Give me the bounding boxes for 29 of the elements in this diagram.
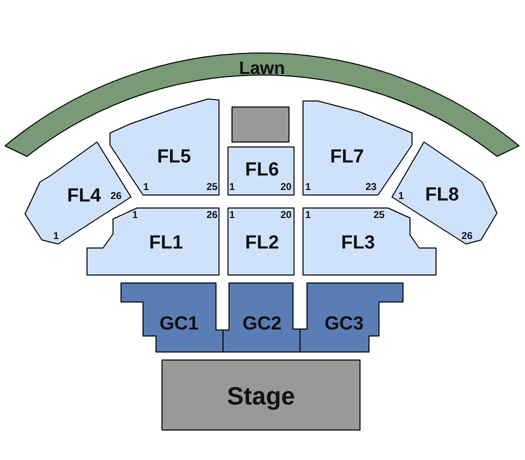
section-label: FL1 xyxy=(149,234,183,252)
stage-label: Stage xyxy=(226,384,296,410)
section-label: FL2 xyxy=(245,234,279,252)
seat-number: 1 xyxy=(229,183,235,193)
seat-number: 23 xyxy=(365,183,377,193)
seat-number: 1 xyxy=(305,183,311,193)
section-label: FL5 xyxy=(157,148,191,166)
lawn-label: Lawn xyxy=(239,59,285,77)
seat-number: 26 xyxy=(110,192,122,202)
seat-number: 1 xyxy=(398,192,404,202)
seat-number: 1 xyxy=(305,211,311,221)
seat-number: 25 xyxy=(373,211,385,221)
seat-number: 26 xyxy=(461,232,473,242)
section-label: GC2 xyxy=(242,314,282,334)
section-label: FL3 xyxy=(341,234,375,252)
section-label: GC1 xyxy=(159,314,199,334)
seat-number: 1 xyxy=(229,211,235,221)
section-label: FL7 xyxy=(330,148,364,166)
seat-number: 26 xyxy=(206,211,218,221)
seat-number: 1 xyxy=(143,183,149,193)
seat-number: 1 xyxy=(132,211,138,221)
section-label: FL6 xyxy=(245,160,279,180)
section-label: FL4 xyxy=(67,186,101,206)
seat-number: 20 xyxy=(280,211,292,221)
seat-number: 25 xyxy=(206,183,218,193)
section-label: GC3 xyxy=(324,314,364,334)
seat-number: 1 xyxy=(53,232,59,242)
section-label: FL8 xyxy=(425,186,459,204)
seat-number: 20 xyxy=(280,183,292,193)
